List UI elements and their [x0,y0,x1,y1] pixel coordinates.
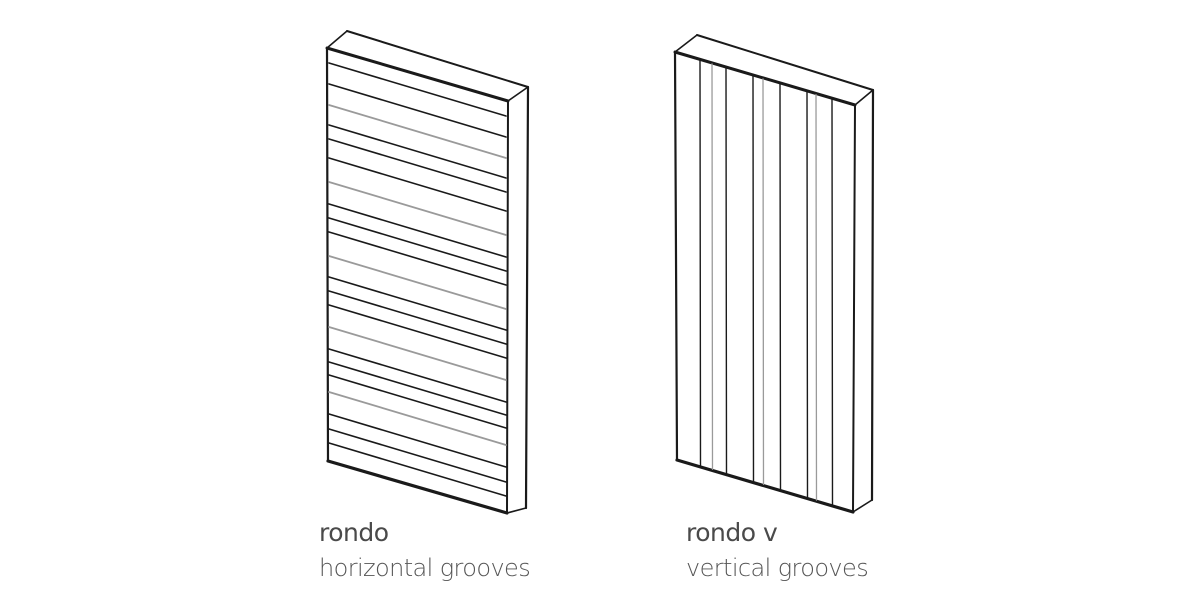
side-bottom-edge [506,507,527,514]
top-face-edge [326,30,348,49]
groove [328,374,507,429]
top-face-edge [674,34,698,53]
top-face-back-edge [696,34,874,91]
groove [328,203,507,258]
groove-light [815,93,818,501]
rondo-horizontal-panel-sketch [325,30,530,515]
front-top-edge [673,50,857,107]
groove-light [328,391,507,446]
groove [328,442,507,497]
groove [831,98,834,506]
groove [328,428,507,483]
groove [328,157,507,212]
groove [328,62,507,117]
panel-description-rondo-v: vertical grooves [686,554,869,582]
front-left-edge [325,46,330,463]
groove [806,91,809,499]
front-bottom-edge [675,458,855,514]
side-back-edge [524,85,530,510]
front-left-edge [673,50,679,462]
groove [725,67,728,475]
front-bottom-edge [326,459,509,515]
groove-light [762,78,765,486]
front-top-edge [325,46,510,103]
side-bottom-edge [852,499,873,513]
top-face-edge [854,89,874,106]
groove-light [711,63,714,470]
groove [328,217,507,272]
top-face-back-edge [346,30,529,88]
front-right-edge [852,104,856,513]
groove [699,59,702,467]
top-face-edge [507,86,529,102]
groove [328,304,507,359]
groove [328,290,507,345]
groove [752,75,755,483]
groove [779,83,782,491]
groove [328,361,507,416]
side-back-edge [870,88,875,502]
groove [328,124,507,179]
groove [328,348,507,403]
groove-light [328,181,507,236]
front-right-edge [506,100,509,514]
groove [328,231,507,286]
panel-description-rondo: horizontal grooves [319,554,531,582]
panel-title-rondo: rondo [319,518,389,547]
rondo-v-vertical-panel-sketch [673,34,875,514]
groove-light [328,255,507,310]
groove [328,138,507,193]
groove-light [328,104,507,159]
panel-title-rondo-v: rondo v [686,518,778,547]
groove [328,413,507,468]
groove [328,83,507,138]
groove-light [328,326,507,381]
groove [328,276,507,331]
